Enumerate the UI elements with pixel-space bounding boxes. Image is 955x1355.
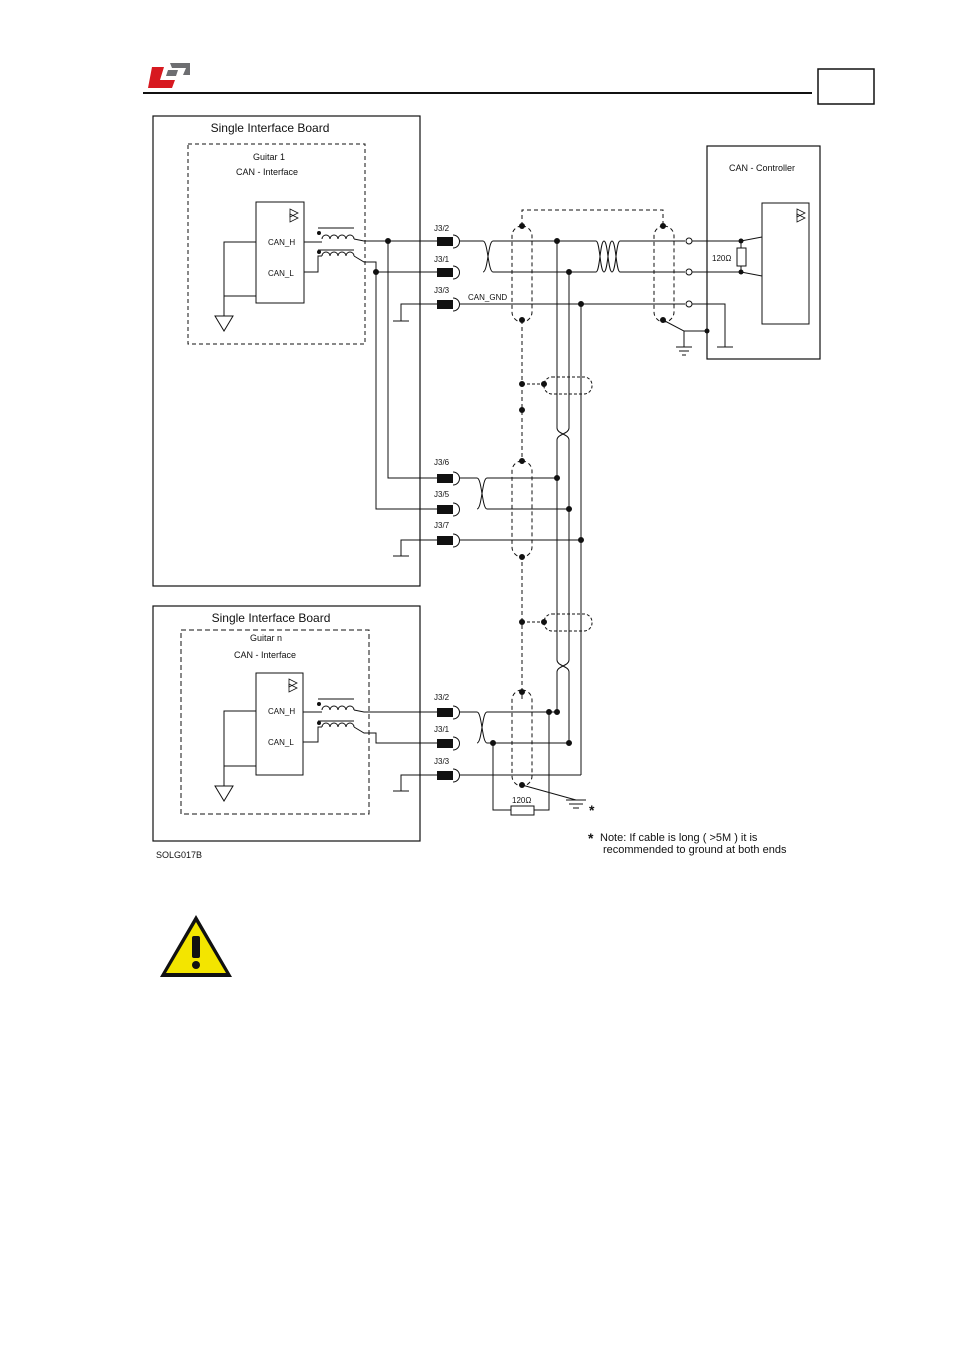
interface-board-1: Single Interface Board Guitar 1 CAN - In…	[153, 116, 438, 586]
pin-j3-3-a: J3/3	[434, 286, 450, 295]
transceiver-1-triangle-icon	[290, 209, 298, 222]
pin-j3-5-a: J3/5	[434, 490, 450, 499]
board-n-connectors: J3/2 J3/1 J3/3	[434, 693, 460, 782]
controller-resistor-label: 120Ω	[712, 254, 731, 263]
pin-j3-1-n: J3/1	[434, 725, 450, 734]
page-number-box	[818, 69, 874, 104]
note-line-1: Note: If cable is long ( >5M ) it is	[600, 832, 758, 844]
pin-j3-1-a: J3/1	[434, 255, 450, 264]
can-bus-trunk	[459, 241, 592, 775]
guitar-1-label: Guitar 1	[253, 152, 285, 162]
can-h-n-label: CAN_H	[268, 707, 295, 716]
controller-termination-resistor	[737, 248, 746, 266]
pin-j3-3-n: J3/3	[434, 757, 450, 766]
pin-j3-2-n: J3/2	[434, 693, 450, 702]
note-asterisk: *	[588, 830, 594, 846]
pin-j3-6-a: J3/6	[434, 458, 450, 467]
controller-title: CAN - Controller	[729, 163, 795, 173]
can-controller: CAN - Controller 120Ω	[692, 146, 820, 359]
board-n-resistor-label: 120Ω	[512, 796, 531, 805]
pin-j3-2-a: J3/2	[434, 224, 450, 233]
guitar-n-label: Guitar n	[250, 633, 282, 643]
company-logo-icon	[148, 63, 190, 88]
board-n-title: Single Interface Board	[212, 611, 331, 625]
can-interface-1-label: CAN - Interface	[236, 167, 298, 177]
ground-asterisk: *	[589, 802, 595, 818]
can-interface-n-label: CAN - Interface	[234, 650, 296, 660]
pin-j3-7-a: J3/7	[434, 521, 450, 530]
warning-triangle-icon	[160, 915, 232, 977]
ground-n-icon	[215, 786, 233, 801]
can-bus-upper	[374, 210, 708, 355]
controller-triangle-icon	[797, 209, 805, 222]
can-h-1-label: CAN_H	[268, 238, 295, 247]
board-n-termination-resistor	[511, 806, 534, 815]
interface-board-n: Single Interface Board Guitar n CAN - In…	[153, 606, 438, 841]
figure-id: SOLG017B	[156, 850, 202, 860]
can-gnd-label: CAN_GND	[468, 293, 507, 302]
can-l-n-label: CAN_L	[268, 738, 294, 747]
note-line-2: recommended to ground at both ends	[603, 844, 787, 856]
ground-1-icon	[215, 316, 233, 331]
common-mode-choke-n-icon	[318, 699, 355, 727]
can-l-1-label: CAN_L	[268, 269, 294, 278]
common-mode-choke-1-icon	[318, 228, 355, 256]
transceiver-n-triangle-icon	[289, 679, 297, 692]
board-1-title: Single Interface Board	[211, 121, 330, 135]
